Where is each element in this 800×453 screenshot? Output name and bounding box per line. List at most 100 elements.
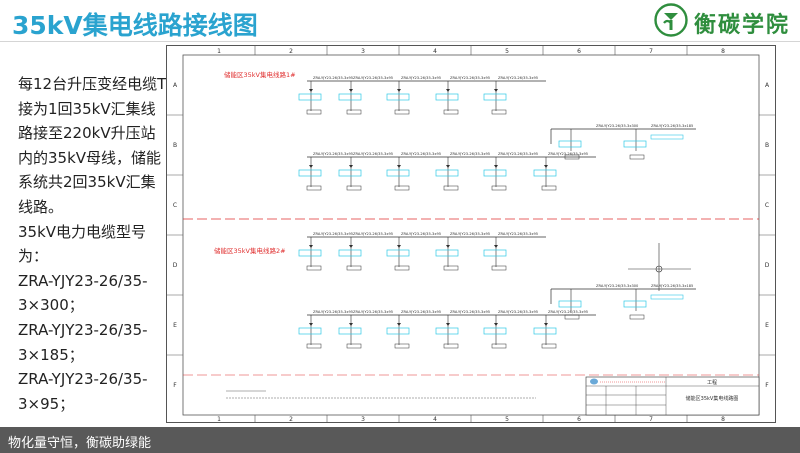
description-line: ZRA-YJY23-26/35- [18,320,148,339]
cable-label: ZRA-YJY23-26/35-3x95 [498,152,538,156]
description-text: 每12台升压变经电缆T 接为1回35kV汇集线 路接至220kV升压站 内的35… [18,72,168,416]
column-label: 4 [433,48,437,55]
cable-label: ZRA-YJY23-26/35-3x95 [353,232,393,236]
transformer-box [386,327,410,335]
column-label: 5 [505,48,509,55]
cable-label: ZRA-YJY23-26/35-3x95 [548,310,588,314]
junction-mark [446,165,450,168]
junction-mark [397,89,401,92]
column-label: 8 [721,48,725,55]
leaf-logo-icon [654,3,688,37]
junction-mark [544,323,548,326]
description-line: 路接至220kV升压站 [18,124,156,143]
column-label: 7 [649,48,653,55]
cable-label: ZRA-YJY23-26/35-3x95 [353,152,393,156]
column-label: 4 [433,416,437,423]
junction-mark [349,165,353,168]
junction-mark [397,165,401,168]
transformer-box [298,93,322,101]
cable-label: ZRA-YJY23-26/35-3x95 [313,232,353,236]
transformer-box [338,249,362,257]
junction-mark [446,89,450,92]
title-block-tag: 工程 [707,379,717,386]
transformer-box [558,300,582,308]
page-title: 35kV集电线路接线图 [12,11,258,40]
unit-box [306,109,322,115]
unit-box [394,265,410,271]
row-label: F [765,382,769,389]
unit-box [541,343,557,349]
column-label: 5 [505,416,509,423]
row-label: B [765,142,769,149]
unit-box [306,343,322,349]
column-label: 6 [577,416,581,423]
description-line: 线路。 [18,197,64,216]
row-label: B [173,142,177,149]
transformer-box [483,169,507,177]
junction-mark [309,165,313,168]
unit-box [306,185,322,191]
column-label: 3 [361,48,365,55]
description-line: 35kV电力电缆型号为： [18,222,147,266]
cable-label: ZRA-YJY23-26/35-3x185 [651,124,693,128]
company-logo-icon [590,378,598,385]
cable-label: ZRA-YJY23-26/35-3x95 [313,76,353,80]
cable-label: ZRA-YJY23-26/35-3x95 [353,76,393,80]
transformer-box [298,169,322,177]
column-label: 1 [217,416,221,423]
transformer-box [558,140,582,148]
cable-label: ZRA-YJY23-26/35-3x95 [401,76,441,80]
cable-tag [650,134,684,140]
unit-box [394,343,410,349]
column-label: 8 [721,416,725,423]
cable-label: ZRA-YJY23-26/35-3x95 [498,310,538,314]
unit-box [346,265,362,271]
description-line: 内的35kV母线，储能 [18,148,162,167]
unit-box [306,265,322,271]
column-label: 1 [217,48,221,55]
title-block-title: 储能区35kV集电线路图 [686,395,739,402]
unit-box [346,109,362,115]
cable-label: ZRA-YJY23-26/35-3x95 [450,310,490,314]
junction-mark [397,323,401,326]
unit-box [443,343,459,349]
unit-box [564,154,580,160]
section1-label: 储能区35kV集电线路1# [224,70,296,79]
row-label: E [765,322,769,329]
cable-tag [650,294,684,300]
transformer-box [533,169,557,177]
transformer-box [623,140,647,148]
transformer-box [386,249,410,257]
transformer-box [338,327,362,335]
junction-mark [309,245,313,248]
unit-box [629,314,645,320]
junction-mark [309,89,313,92]
row-label: C [765,202,769,209]
junction-mark [446,323,450,326]
cable-label: ZRA-YJY23-26/35-3x95 [353,310,393,314]
unit-box [346,185,362,191]
unit-box [491,265,507,271]
description-line: 每12台升压变经电缆T [18,75,167,93]
description-line: 3×95； [18,394,75,413]
junction-mark [446,245,450,248]
brand-logo: 衡碳学院 [654,3,800,39]
unit-box [346,343,362,349]
cable-label: ZRA-YJY23-26/35-3x185 [651,284,693,288]
unit-box [443,185,459,191]
column-label: 7 [649,416,653,423]
cable-label: ZRA-YJY23-26/35-3x95 [401,152,441,156]
column-label: 2 [289,48,293,55]
description-line: 3×300； [18,296,84,315]
cable-label: ZRA-YJY23-26/35-3x95 [401,310,441,314]
footer-bar: 物化量守恒，衡碳助绿能 [0,427,800,453]
unit-box [491,185,507,191]
junction-mark [494,245,498,248]
cable-label: ZRA-YJY23-26/35-3x95 [548,152,588,156]
junction-mark [397,245,401,248]
row-label: A [765,82,770,89]
column-label: 2 [289,416,293,423]
junction-mark [544,165,548,168]
junction-mark [494,165,498,168]
